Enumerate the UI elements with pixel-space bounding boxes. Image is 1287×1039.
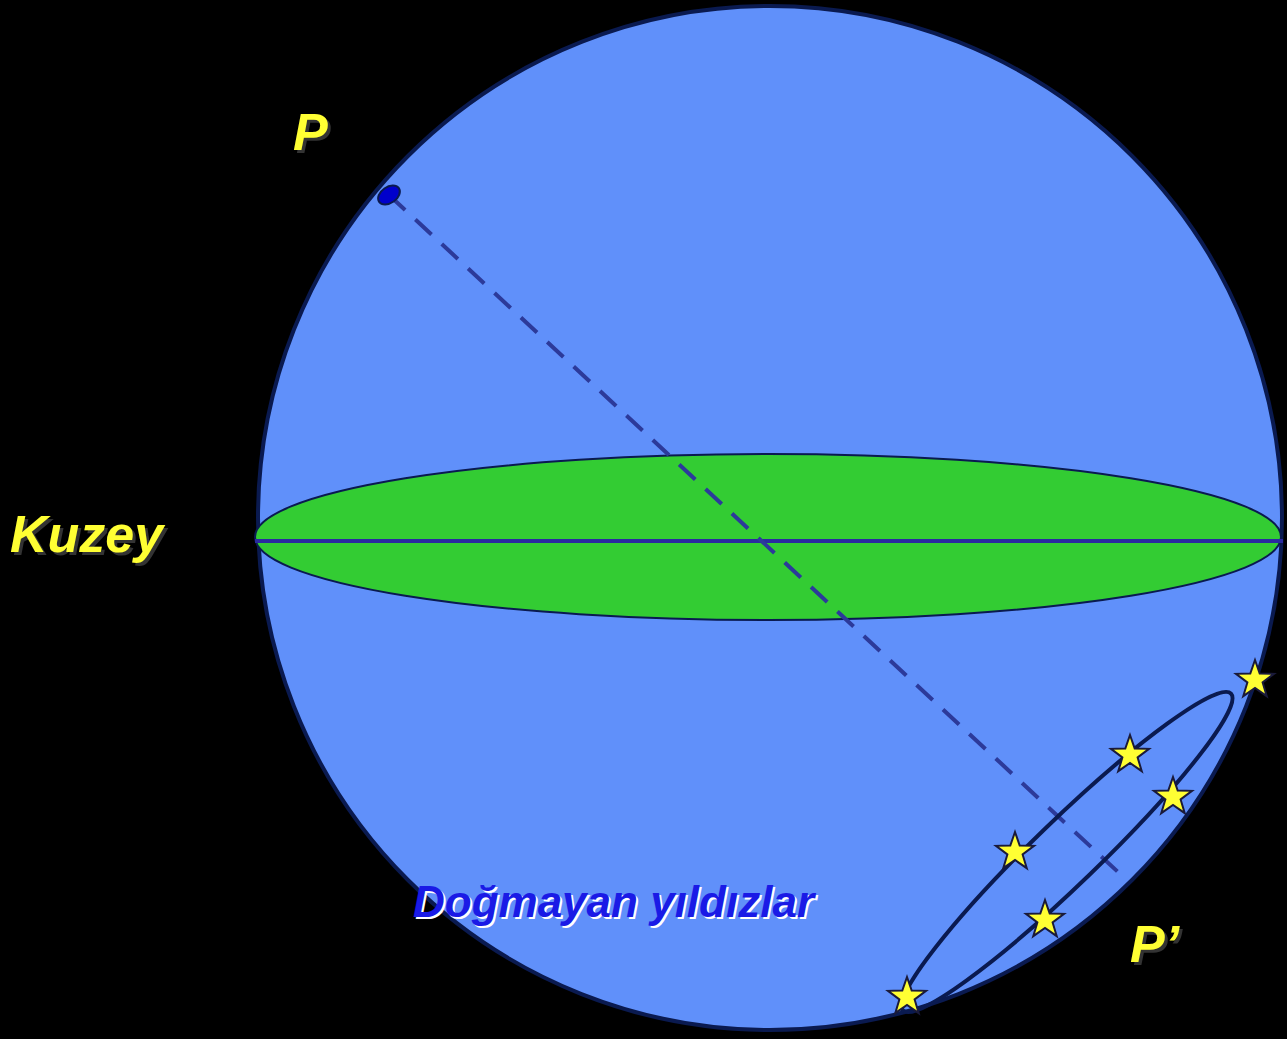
stars — [888, 660, 1274, 1013]
horizon-line — [255, 539, 1283, 543]
direction-label: Kuzey — [10, 508, 163, 560]
horizon-plane — [255, 454, 1281, 620]
region-label: Doğmayan yıldızlar — [413, 880, 814, 924]
polar-axis — [389, 195, 1118, 872]
pole-label: P — [293, 106, 328, 158]
pole-label: P’ — [1130, 918, 1179, 970]
circumpolar-circle — [881, 671, 1253, 1034]
pole-dot — [375, 182, 404, 209]
